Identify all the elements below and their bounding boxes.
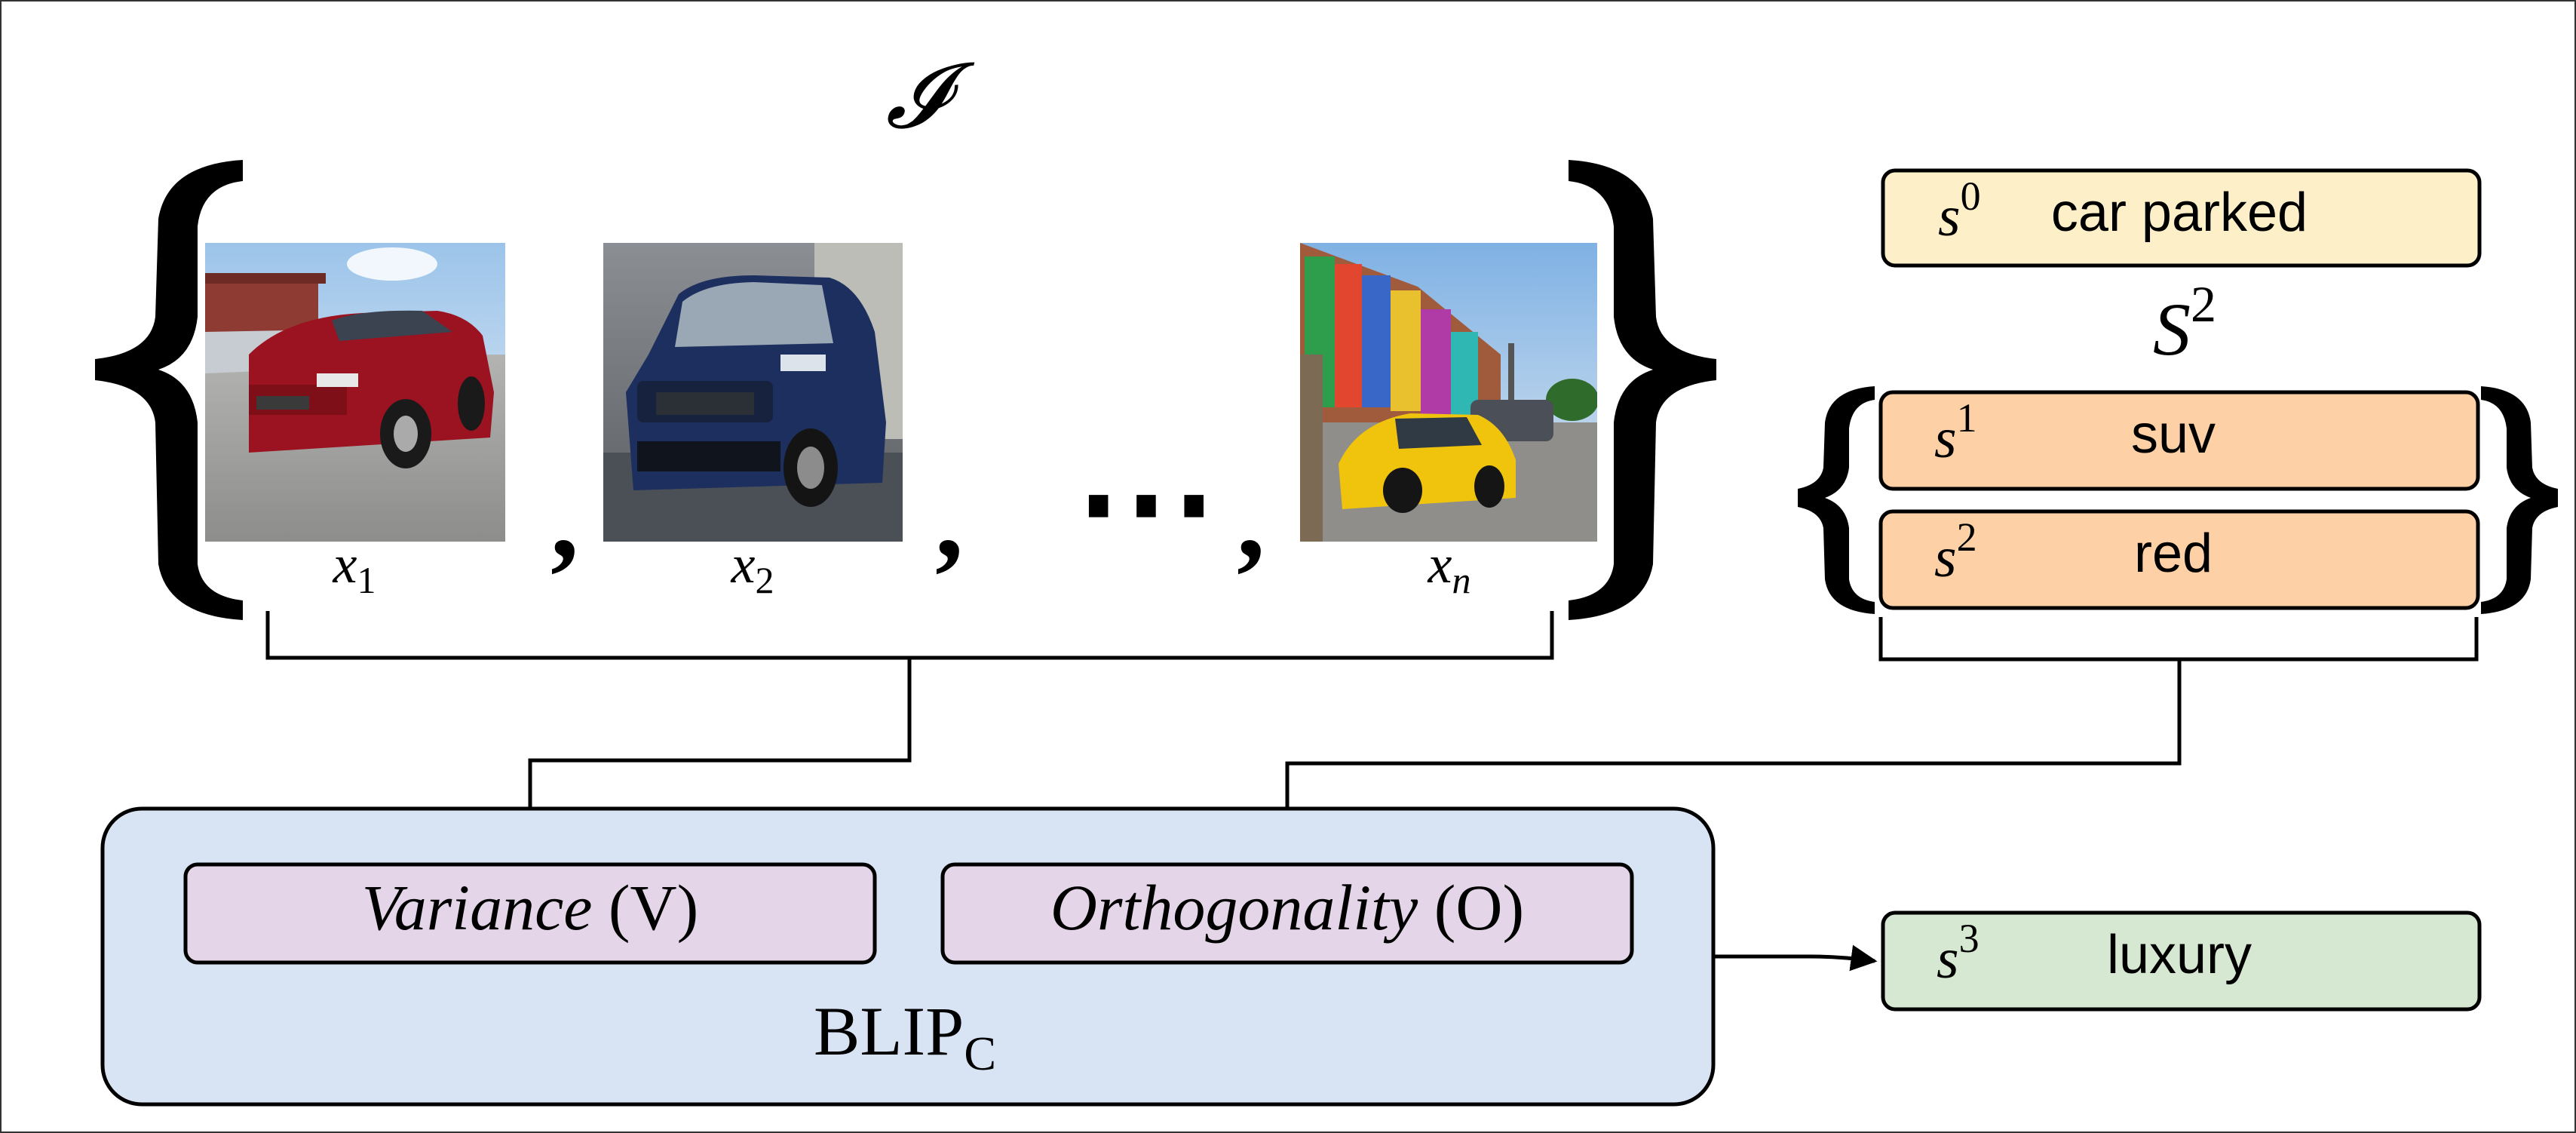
attribute-set-right-brace: [2481, 386, 2558, 614]
image-blue-suv: [603, 243, 903, 542]
s3-symbol: s3: [1937, 916, 1980, 990]
blip-label: BLIPC: [814, 993, 996, 1080]
attribute-group-bracket: [1878, 617, 2479, 662]
ellipsis: ⋯: [1075, 424, 1218, 582]
image-n-caption: xn: [1428, 534, 1471, 601]
attribute-set-symbol: S2: [2153, 275, 2216, 371]
image-set-left-brace: [95, 160, 243, 620]
separator-comma-3: ,: [1237, 456, 1265, 582]
s0-symbol: s0: [1938, 173, 1981, 248]
attribute-set-left-brace: [1798, 386, 1875, 614]
s3-label: luxury: [2107, 925, 2252, 985]
image-red-sedan: [205, 243, 505, 542]
image-set-right-brace: [1569, 160, 1716, 620]
image-group-bracket: [265, 611, 1554, 660]
s2-label: red: [2134, 524, 2213, 584]
separator-comma-1: ,: [550, 456, 579, 582]
s2-box: [1878, 509, 2480, 610]
variance-box: [183, 862, 877, 965]
s0-label: car parked: [2051, 183, 2308, 243]
arrow-blip-to-s3: [1713, 944, 1878, 972]
image-2-caption: x2: [731, 534, 774, 601]
s1-box: [1878, 390, 2480, 491]
image-yellow-sports-car: [1300, 243, 1597, 542]
image-set-symbol: 𝓘: [885, 46, 974, 146]
variance-label: Variance (V): [362, 871, 699, 944]
s1-symbol: s1: [1934, 395, 1977, 470]
s0-box: [1881, 168, 2482, 268]
orthogonality-label: Orthogonality (O): [1050, 871, 1524, 944]
image-1-caption: x1: [333, 534, 376, 601]
s2-symbol: s2: [1934, 514, 1977, 589]
s1-label: suv: [2131, 404, 2216, 465]
s3-box: [1881, 910, 2482, 1012]
separator-comma-2: ,: [935, 456, 964, 582]
orthogonality-box: [940, 862, 1634, 965]
